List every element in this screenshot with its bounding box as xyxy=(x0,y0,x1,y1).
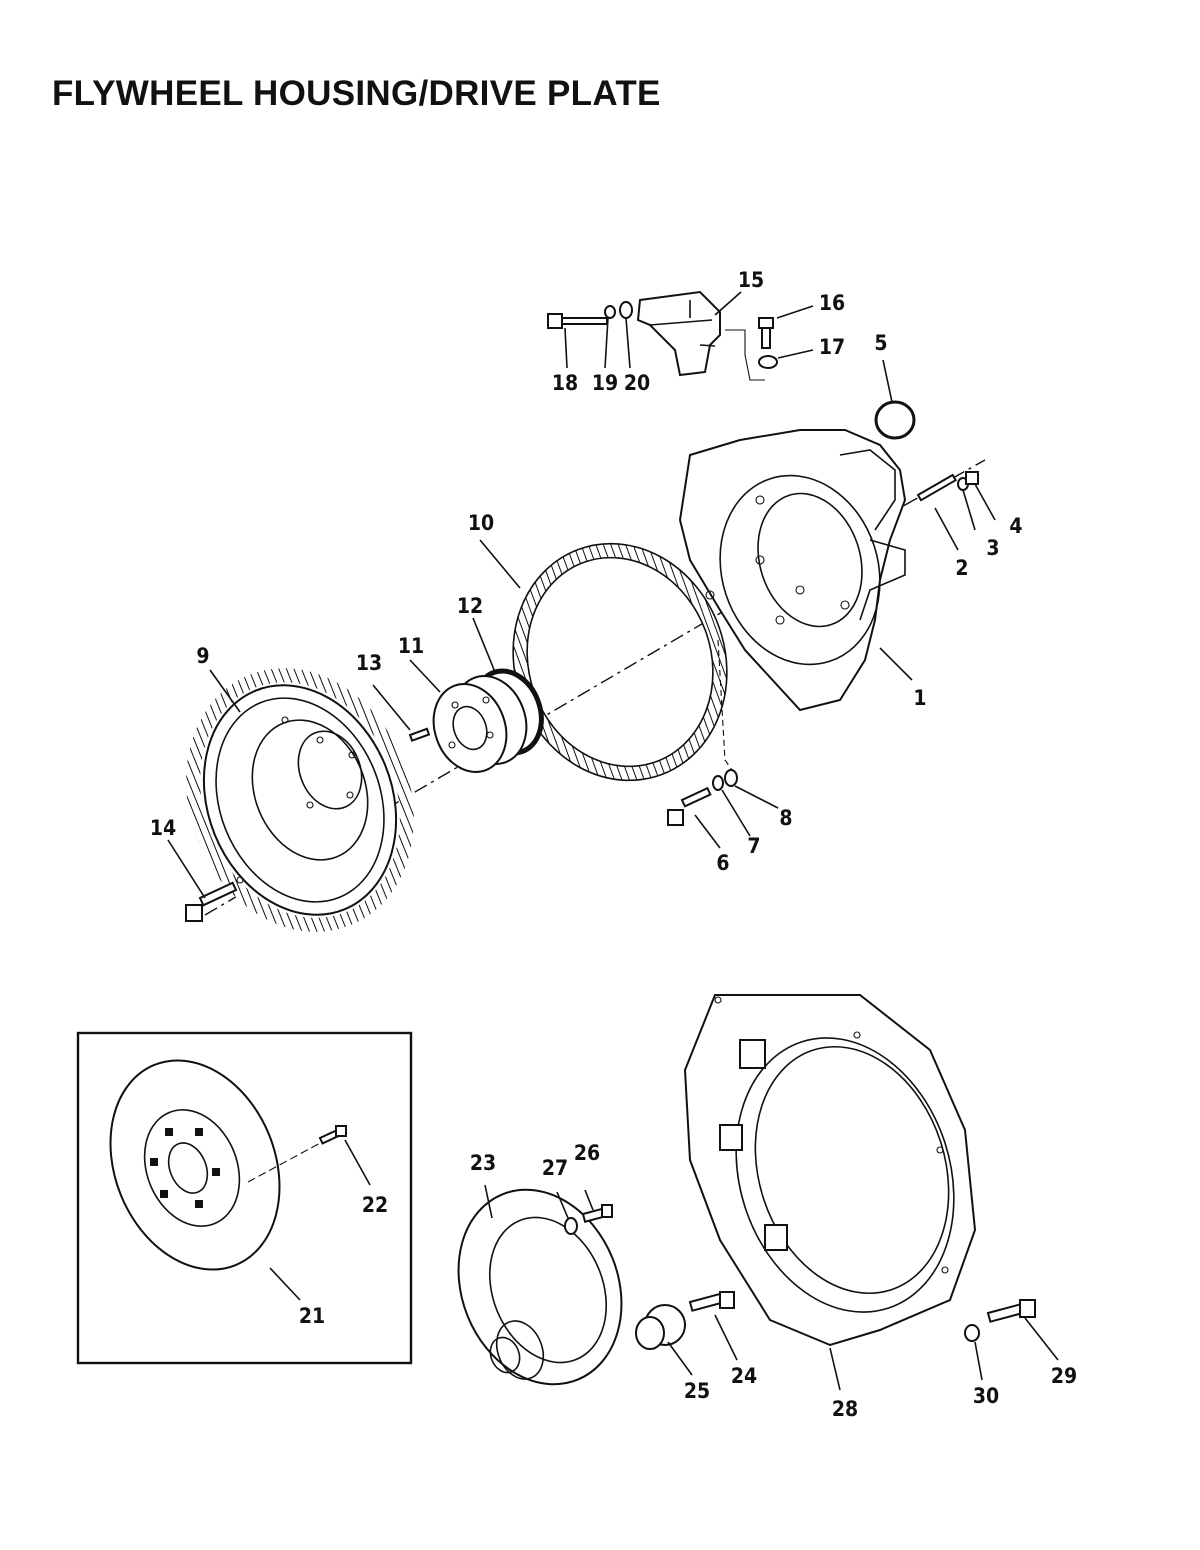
callout-15: 15 xyxy=(738,268,764,292)
washer-part-30 xyxy=(964,1324,980,1342)
washer-part-20 xyxy=(619,301,633,319)
callout-26: 26 xyxy=(574,1141,600,1165)
callout-18: 18 xyxy=(552,371,578,395)
drive-plate-part-21 xyxy=(109,1059,281,1271)
callout-30: 30 xyxy=(973,1384,999,1408)
flywheel-part-9 xyxy=(186,668,414,932)
hub-adapter-part-11 xyxy=(432,675,528,773)
dowel-part-13 xyxy=(408,727,431,742)
o-ring-part-5 xyxy=(874,400,916,440)
callout-27: 27 xyxy=(542,1156,568,1180)
leader-dashed-22 xyxy=(247,1141,323,1183)
nut-part-4 xyxy=(965,471,979,485)
screw-part-22 xyxy=(318,1125,347,1145)
callout-9: 9 xyxy=(196,644,209,668)
callout-3: 3 xyxy=(986,536,999,560)
washer-part-17 xyxy=(758,355,778,369)
callout-23: 23 xyxy=(470,1151,496,1175)
callout-8: 8 xyxy=(779,806,792,830)
mount-bracket-part-15 xyxy=(636,290,765,381)
callout-14: 14 xyxy=(150,816,176,840)
callout-22: 22 xyxy=(362,1193,388,1217)
callout-20: 20 xyxy=(624,371,650,395)
callout-25: 25 xyxy=(684,1379,710,1403)
leader-lines xyxy=(167,291,1059,1391)
callout-1: 1 xyxy=(913,686,926,710)
washer-part-27 xyxy=(564,1217,578,1235)
callout-19: 19 xyxy=(592,371,618,395)
callout-17: 17 xyxy=(819,335,845,359)
stud-part-2 xyxy=(916,473,958,502)
callout-21: 21 xyxy=(299,1304,325,1328)
callout-28: 28 xyxy=(832,1397,858,1421)
callout-10: 10 xyxy=(468,511,494,535)
callout-16: 16 xyxy=(819,291,845,315)
flywheel-housing-part-1 xyxy=(678,429,907,712)
bolt-part-6 xyxy=(667,786,712,826)
bolt-part-14 xyxy=(185,881,238,922)
coupler-part-23 xyxy=(457,1188,623,1386)
callout-12: 12 xyxy=(457,594,483,618)
callout-5: 5 xyxy=(874,331,887,355)
lock-washer-part-19 xyxy=(604,305,616,319)
callout-13: 13 xyxy=(356,651,382,675)
callout-7: 7 xyxy=(747,834,760,858)
callout-11: 11 xyxy=(398,634,424,658)
callout-4: 4 xyxy=(1009,514,1022,538)
callout-29: 29 xyxy=(1051,1364,1077,1388)
bushing-part-25 xyxy=(635,1304,686,1350)
screw-part-16 xyxy=(758,317,774,349)
inset-frame xyxy=(76,1031,413,1365)
callout-2: 2 xyxy=(955,556,968,580)
washer-part-8 xyxy=(724,769,738,787)
bolt-part-29 xyxy=(986,1299,1036,1323)
bolt-part-24 xyxy=(688,1291,735,1312)
callout-24: 24 xyxy=(731,1364,757,1388)
bell-housing-part-28 xyxy=(683,994,977,1347)
lock-washer-part-7 xyxy=(712,775,724,791)
leader-dashed-6 xyxy=(717,639,733,771)
screw-part-26 xyxy=(581,1204,613,1223)
bolt-part-18 xyxy=(547,313,608,329)
page-title: FLYWHEEL HOUSING/DRIVE PLATE xyxy=(52,74,661,113)
callout-6: 6 xyxy=(716,851,729,875)
